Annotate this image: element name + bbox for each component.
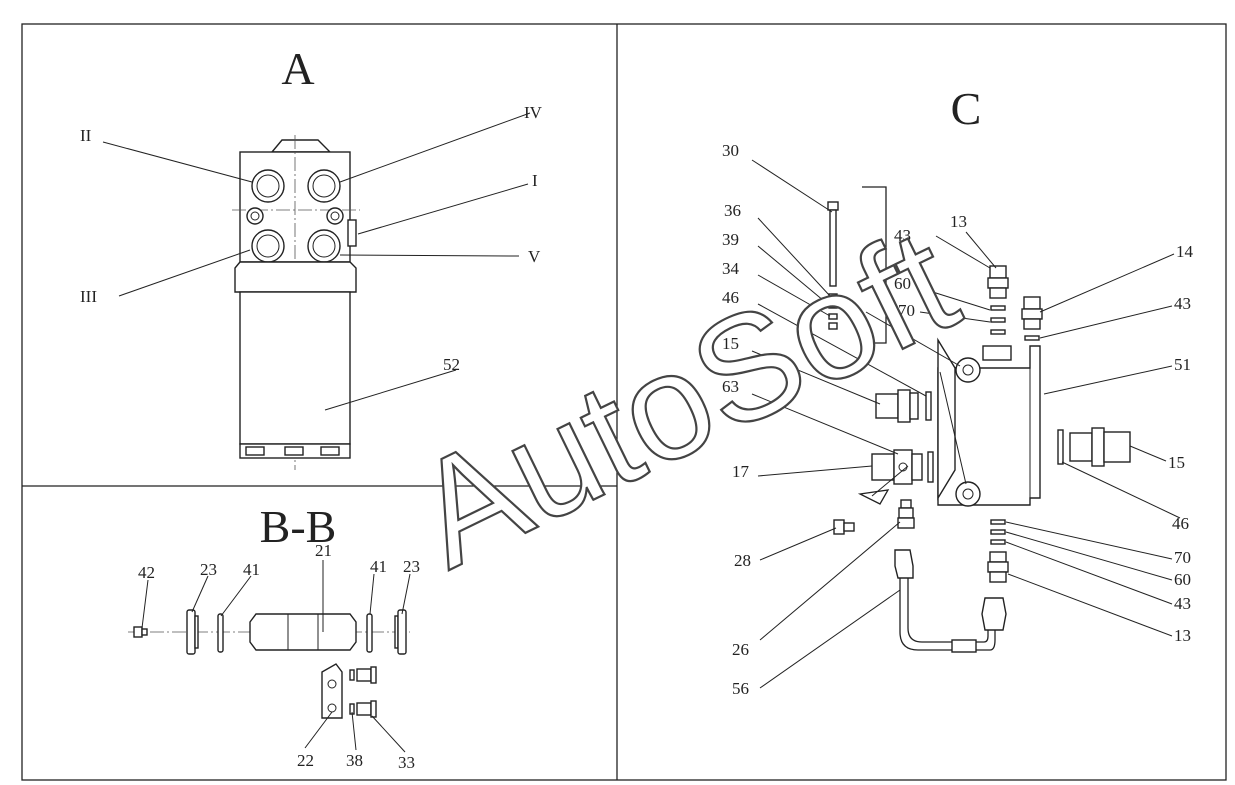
label-23-right: 23	[403, 557, 420, 576]
leader-lines-a	[102, 112, 531, 411]
drawing-frame	[21, 23, 1227, 781]
label-13-top: 13	[950, 212, 967, 231]
label-III: III	[80, 287, 97, 306]
label-17: 17	[732, 462, 750, 481]
label-13-bottom: 13	[1174, 626, 1191, 645]
label-43-top-left: 43	[894, 226, 911, 245]
view-c-valve-block	[827, 186, 1131, 653]
view-a-steering-unit	[232, 135, 360, 470]
label-39: 39	[722, 230, 739, 249]
leader-lines-bb	[141, 560, 411, 753]
label-V: V	[528, 247, 541, 266]
label-23-left: 23	[200, 560, 217, 579]
section-title-bb: B-B	[260, 501, 337, 552]
label-I: I	[532, 171, 538, 190]
view-bb-assembly	[128, 609, 410, 719]
label-II: II	[80, 126, 92, 145]
label-36: 36	[724, 201, 741, 220]
label-28: 28	[734, 551, 751, 570]
label-63: 63	[722, 377, 739, 396]
label-42: 42	[138, 563, 155, 582]
label-51: 51	[1174, 355, 1191, 374]
label-46-right: 46	[1172, 514, 1189, 533]
label-30: 30	[722, 141, 739, 160]
label-60-top: 60	[894, 274, 911, 293]
label-52: 52	[443, 355, 460, 374]
label-46-top: 46	[722, 288, 739, 307]
label-56: 56	[732, 679, 749, 698]
label-33: 33	[398, 753, 415, 772]
label-60-bottom: 60	[1174, 570, 1191, 589]
label-15-left: 15	[722, 334, 739, 353]
label-IV: IV	[524, 103, 543, 122]
label-22: 22	[297, 751, 314, 770]
label-14: 14	[1176, 242, 1194, 261]
label-38: 38	[346, 751, 363, 770]
label-70-bottom: 70	[1174, 548, 1191, 567]
label-26: 26	[732, 640, 749, 659]
leader-lines-c	[751, 159, 1181, 689]
label-43-top-right: 43	[1174, 294, 1191, 313]
label-21: 21	[315, 541, 332, 560]
section-title-a: A	[281, 43, 314, 94]
label-15-right: 15	[1168, 453, 1185, 472]
section-title-c: C	[951, 83, 982, 134]
label-41-right: 41	[370, 557, 387, 576]
label-70-top: 70	[898, 301, 915, 320]
label-43-bottom: 43	[1174, 594, 1191, 613]
label-41-left: 41	[243, 560, 260, 579]
label-34: 34	[722, 259, 740, 278]
